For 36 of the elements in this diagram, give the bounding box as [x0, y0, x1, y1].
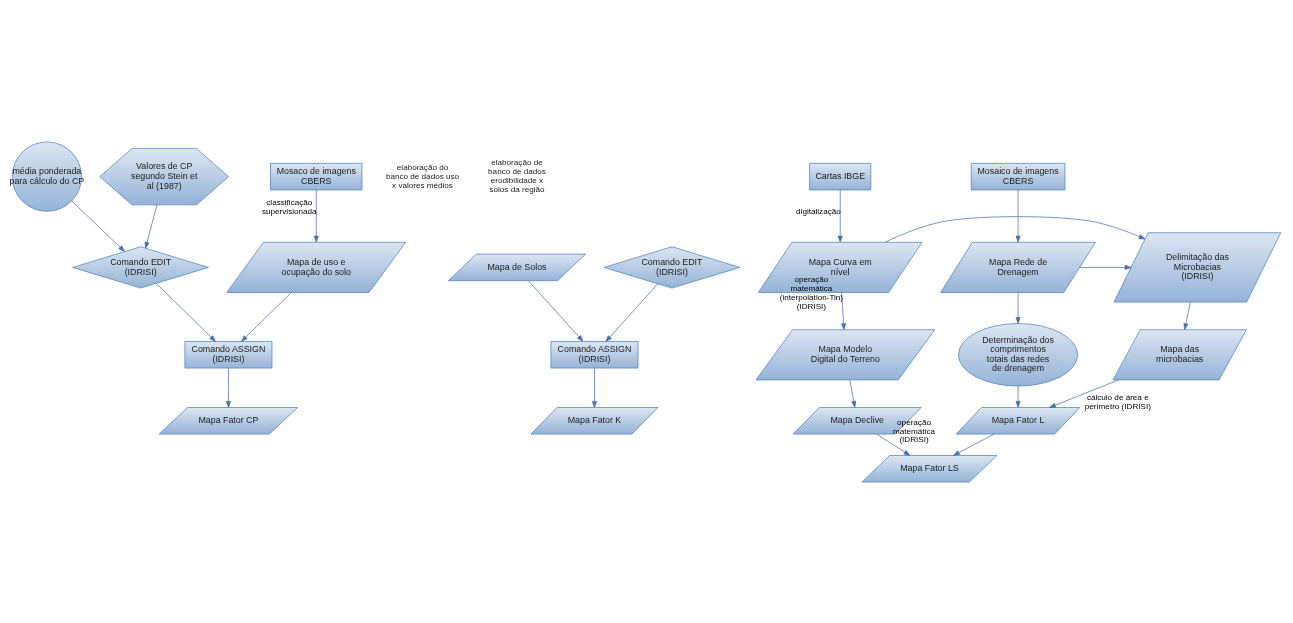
arrow: [226, 367, 231, 408]
arrow: [241, 291, 292, 342]
node-box: Comando ASSIGN (IDRISI): [184, 340, 273, 368]
arrow: [1183, 301, 1191, 330]
node-circle: média ponderada para cálculo do CP: [11, 141, 82, 212]
arrow: [155, 282, 216, 342]
arrow: [1015, 385, 1021, 408]
arrow: [71, 200, 125, 252]
arrow: [884, 215, 1146, 243]
label: elaboração do banco de dados uso x valores médios: [386, 162, 460, 190]
arrow: [592, 367, 597, 408]
arrow: [953, 433, 995, 456]
arrow: [841, 291, 846, 330]
arrow: [849, 379, 857, 408]
arrow: [528, 279, 584, 342]
arrow: [837, 189, 843, 242]
node-box: Mosaico de imagens CBERS: [970, 162, 1066, 190]
arrow: [1049, 379, 1119, 408]
edge-label: classificação supervisionada: [262, 197, 317, 216]
arrow: [144, 204, 158, 248]
edge-label: digitalização: [796, 206, 841, 216]
edge-label: operação matemática (interpolation-Tin) (IDRISI): [779, 274, 844, 311]
arrow: [1015, 291, 1021, 324]
node-box: Cartas IBGE: [809, 162, 872, 190]
arrow: [605, 283, 659, 342]
arrow: [1015, 189, 1021, 242]
edge-label: cálculo de área e perímetro (IDRISI): [1084, 392, 1151, 411]
node-ellipse: Determinação dos comprimentos totais das redes de drenagem: [958, 322, 1078, 386]
node-box: Comando ASSIGN (IDRISI): [550, 340, 639, 368]
arrow: [1079, 264, 1132, 270]
node-box: Mosaco de imagens CBERS: [270, 162, 363, 190]
node-diamond: Comando EDIT (IDRISI): [603, 245, 741, 288]
edge-label: operação matemática (IDRISI): [893, 417, 935, 444]
arrow: [313, 189, 319, 242]
label: elaboração de banco de dados erodibilidade x solos da região: [488, 157, 546, 194]
arrow: [876, 433, 911, 456]
